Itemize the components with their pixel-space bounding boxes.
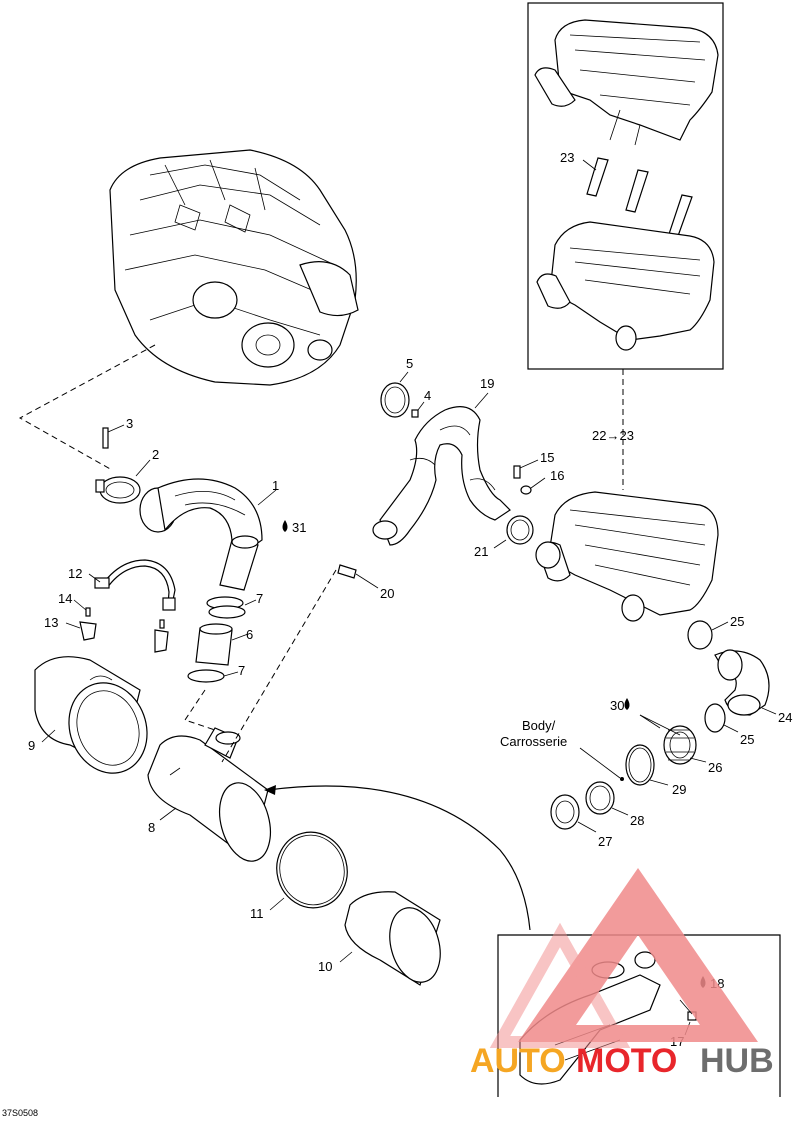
callout-23: 23 bbox=[560, 150, 574, 165]
callout-22-23: 22→23 bbox=[592, 428, 634, 443]
arrow-head bbox=[264, 785, 276, 795]
sleeve-to-muffler-leader bbox=[184, 689, 216, 731]
callout-4: 4 bbox=[424, 388, 431, 403]
part-11-ring bbox=[269, 831, 348, 911]
callout-14: 14 bbox=[58, 591, 72, 606]
part-25-lower-clamp bbox=[704, 703, 739, 733]
part-7-lower-clamp bbox=[187, 669, 239, 683]
callout-27: 27 bbox=[598, 834, 612, 849]
watermark-text-auto: AUTO bbox=[470, 1042, 566, 1080]
part-6-sleeve bbox=[195, 623, 249, 666]
callout-21: 21 bbox=[474, 544, 488, 559]
callout-16: 16 bbox=[550, 468, 564, 483]
callout-31: 31 bbox=[292, 520, 306, 535]
callout-9: 9 bbox=[28, 738, 35, 753]
callout-25-lower: 25 bbox=[740, 732, 754, 747]
callout-13: 13 bbox=[44, 615, 58, 630]
callout-1: 1 bbox=[272, 478, 279, 493]
callout-12: 12 bbox=[68, 566, 82, 581]
watermark-triangle-icon bbox=[518, 868, 758, 1042]
hose-to-muffler-leader bbox=[221, 569, 337, 763]
lubricant-drop-icon bbox=[624, 698, 630, 710]
part-5-clamp bbox=[380, 371, 410, 418]
body-label-line2: Carrosserie bbox=[500, 734, 567, 749]
engine-block-illustration bbox=[109, 149, 359, 386]
watermark-triangle-icon bbox=[489, 922, 631, 1048]
callout-30: 30 bbox=[610, 698, 624, 713]
callout-15: 15 bbox=[540, 450, 554, 465]
part-2-clamp bbox=[95, 459, 151, 504]
body-label-line1: Body/ bbox=[522, 718, 556, 733]
callout-10: 10 bbox=[318, 959, 332, 974]
figure-code: 37S0508 bbox=[2, 1108, 38, 1118]
watermark-logo bbox=[489, 868, 758, 1048]
body-leader-dot bbox=[620, 777, 624, 781]
callout-29: 29 bbox=[672, 782, 686, 797]
callout-7-upper: 7 bbox=[256, 591, 263, 606]
callout-7-lower: 7 bbox=[238, 663, 245, 678]
watermark-text-moto: MOTO bbox=[576, 1042, 677, 1080]
part-16-washer bbox=[520, 477, 546, 495]
callout-28: 28 bbox=[630, 813, 644, 828]
engine-leader-line bbox=[18, 344, 156, 471]
part-12-strap bbox=[88, 559, 176, 611]
part-25-upper-clamp bbox=[687, 620, 729, 650]
muffler-inset-arrow bbox=[267, 785, 531, 931]
part-29-seal bbox=[625, 714, 681, 786]
part-19-hose bbox=[372, 392, 511, 546]
part-28-ring bbox=[585, 781, 629, 816]
callout-8: 8 bbox=[148, 820, 155, 835]
callout-5: 5 bbox=[406, 356, 413, 371]
callout-6: 6 bbox=[246, 627, 253, 642]
part-14-screw bbox=[73, 599, 165, 629]
callout-2: 2 bbox=[152, 447, 159, 462]
callout-20: 20 bbox=[380, 586, 394, 601]
callout-24: 24 bbox=[778, 710, 792, 725]
watermark-text-hub: HUB bbox=[700, 1042, 774, 1080]
callout-11: 11 bbox=[250, 906, 264, 921]
callout-25-upper: 25 bbox=[730, 614, 744, 629]
part-27-nut bbox=[550, 794, 597, 833]
part-21-clamp bbox=[493, 515, 534, 549]
inset-airbox-panel bbox=[527, 2, 724, 370]
part-3-pin bbox=[102, 424, 125, 449]
part-22-air-box bbox=[535, 491, 719, 622]
part-13-brackets bbox=[65, 621, 169, 653]
part-8-muffler bbox=[147, 727, 271, 862]
part-20-clip bbox=[337, 564, 379, 589]
part-4-screw bbox=[411, 401, 425, 418]
part-15-screw bbox=[513, 459, 539, 479]
part-24-elbow-hose bbox=[714, 649, 777, 716]
callout-19: 19 bbox=[480, 376, 494, 391]
callout-3: 3 bbox=[126, 416, 133, 431]
part-10-insert bbox=[339, 891, 441, 986]
callout-26: 26 bbox=[708, 760, 722, 775]
part-26-adapter bbox=[663, 725, 707, 765]
lubricant-drop-icon bbox=[282, 520, 288, 532]
body-leader-line bbox=[579, 747, 621, 779]
part-7-upper-clamp bbox=[206, 596, 257, 619]
part-9-heat-shield bbox=[34, 656, 148, 774]
part-1-exhaust-pipe bbox=[139, 478, 277, 591]
